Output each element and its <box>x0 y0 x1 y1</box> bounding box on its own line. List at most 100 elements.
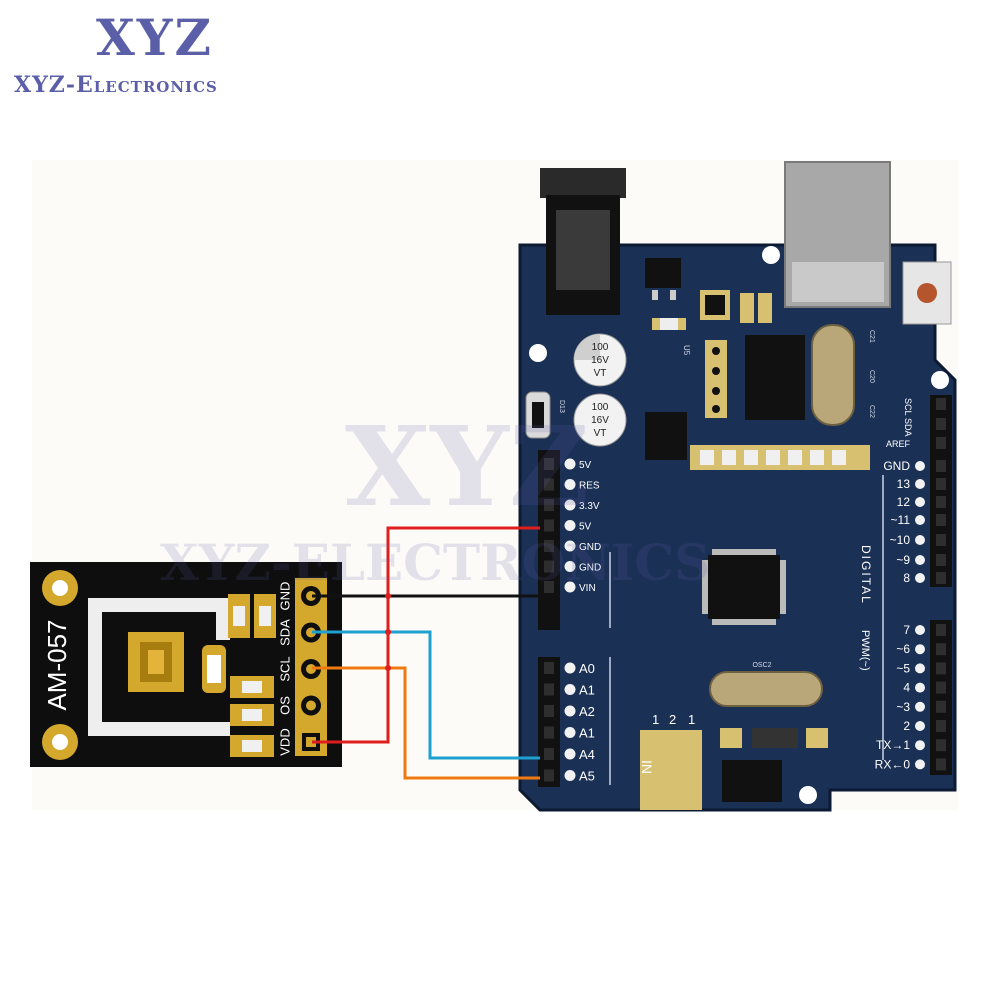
header-pin <box>936 624 946 636</box>
usb-ic-chip <box>745 335 805 420</box>
power-pin-label: 3.3V <box>579 501 600 512</box>
pin-dot <box>564 581 576 593</box>
analog-pin-label: A4 <box>579 747 595 762</box>
header-pin <box>936 496 946 508</box>
sensor-model-label: AM-057 <box>42 619 72 710</box>
sensor-pin-label: OS <box>277 696 292 715</box>
logo-subtitle: XYZ-Electronics <box>14 72 218 98</box>
pin-dot <box>915 644 925 655</box>
header-pin <box>544 726 554 739</box>
header-pin <box>936 554 946 566</box>
sensor-pin-label: VDD <box>277 728 292 755</box>
power-pin-label: GND <box>579 542 601 553</box>
resistor-row <box>690 445 870 470</box>
header-num: 1 <box>688 712 695 727</box>
digital-pin-label: ~5 <box>896 661 910 675</box>
header-pin <box>936 662 946 675</box>
pin-dot <box>564 499 576 511</box>
pin-dot <box>915 515 925 525</box>
dc-jack <box>540 168 626 315</box>
capacitor-2: 100 16V VT <box>573 393 627 447</box>
pin-dot <box>564 770 576 781</box>
header-pin <box>936 460 946 472</box>
chip-label: U5 <box>682 345 691 356</box>
pin-dot <box>564 662 576 674</box>
pin-dot <box>915 555 925 565</box>
analog-header <box>538 657 560 787</box>
mount-hole <box>762 246 780 264</box>
pin-dot <box>564 748 576 760</box>
voltage-regulator <box>645 258 681 288</box>
header-pin <box>936 681 946 694</box>
mount-hole <box>529 344 547 362</box>
sensor-pin-label: SDA <box>277 619 292 646</box>
atmega-chip <box>702 549 786 625</box>
pin-dot <box>915 682 925 693</box>
header-pin <box>936 643 946 656</box>
watermark-big: XYZ <box>345 402 589 531</box>
mount-hole <box>931 371 949 389</box>
header-pin <box>544 662 554 674</box>
header-pin <box>936 739 946 752</box>
logo-title: XYZ <box>96 8 213 67</box>
sensor-pin-header <box>301 586 321 751</box>
header-pin <box>936 700 946 713</box>
header-pin <box>544 478 554 491</box>
sensor-pin-pad <box>306 737 316 747</box>
digital-pin-label: GND <box>883 459 910 473</box>
reset-button <box>902 261 952 325</box>
pin-dot <box>915 759 925 770</box>
osc-label: OSC2 <box>752 662 771 669</box>
capacitor-1: 100 16V VT <box>573 333 627 387</box>
digital-pin-label: TX→1 <box>876 738 910 752</box>
header-pin <box>936 418 946 430</box>
header-num: 2 <box>669 712 676 727</box>
analog-pin-label: A0 <box>579 661 595 676</box>
cap-label: 100 <box>592 342 609 353</box>
sensor-pin-label: GND <box>277 582 292 611</box>
power-pin-label: VIN <box>579 583 596 594</box>
mount-hole <box>799 786 817 804</box>
header-pin <box>936 478 946 490</box>
header-pin <box>936 514 946 526</box>
sensor-pin-pad <box>306 627 316 638</box>
header-pin <box>544 499 554 511</box>
pin-dot <box>915 663 925 674</box>
header-pin <box>936 720 946 732</box>
icsp-header <box>640 730 702 810</box>
pin-dot <box>564 479 576 490</box>
analog-pin-label: A1 <box>579 683 595 698</box>
analog-pin-label: A2 <box>579 704 595 719</box>
digital-pin-label: 8 <box>903 571 910 585</box>
pin-dot <box>915 535 925 545</box>
header-num: 1 <box>652 712 659 727</box>
header-pin <box>544 581 554 593</box>
digital-label: DIGITAL <box>859 545 873 605</box>
chip-label: C20 <box>868 370 875 383</box>
pin-dot <box>915 701 925 712</box>
pin-dot <box>564 727 576 738</box>
digital-pin-label: ~11 <box>891 513 911 527</box>
cap-label: 16V <box>591 355 609 366</box>
power-pin-label: RES <box>579 481 600 492</box>
digital-header-top <box>930 395 952 587</box>
pin-dot <box>564 561 576 572</box>
chip-label: C21 <box>868 330 875 343</box>
header-pin <box>544 705 554 717</box>
cap-label: 16V <box>591 415 609 426</box>
cap-label: VT <box>594 428 607 439</box>
sda-wire <box>312 630 540 760</box>
digital-pin-label: 12 <box>897 495 911 509</box>
digital-pin-label: 13 <box>897 477 911 491</box>
brand-logo: XYZ XYZ-Electronics <box>0 0 300 110</box>
watermark: XYZ XYZ-ELECTRONICS <box>160 402 710 592</box>
pin-dot <box>915 461 925 471</box>
watermark-small: XYZ-ELECTRONICS <box>160 533 710 592</box>
cap-label: VT <box>594 368 607 379</box>
sensor-pin-pad <box>306 700 316 711</box>
